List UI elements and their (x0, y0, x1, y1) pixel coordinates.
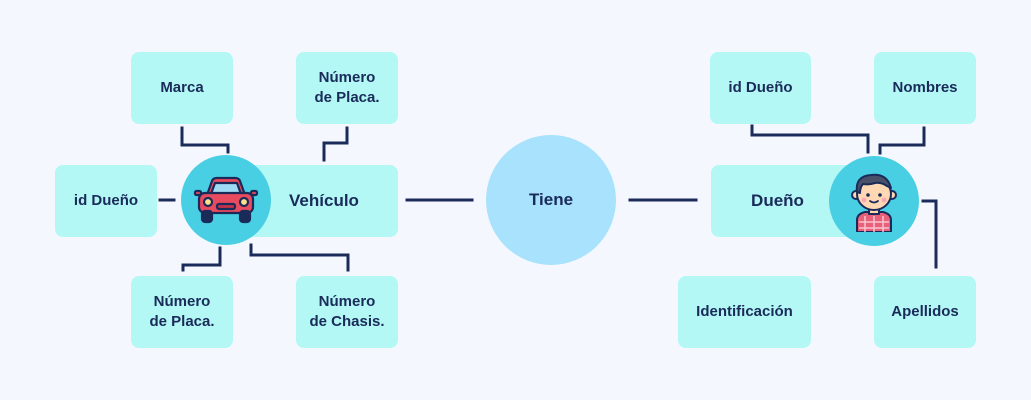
car-icon (193, 176, 259, 224)
connector-nombres (878, 126, 926, 155)
attribute-numero-chasis: Número de Chasis. (296, 276, 398, 348)
attribute-numero-placa-top: Número de Placa. (296, 52, 398, 124)
attribute-id-dueno-vehicle: id Dueño (55, 165, 157, 237)
attribute-marca: Marca (131, 52, 233, 124)
attribute-identificacion: Identificación (678, 276, 811, 348)
owner-icon-circle (829, 156, 919, 246)
connector-chasis (249, 243, 350, 272)
vehicle-icon-circle (181, 155, 271, 245)
connector-placa-bottom (181, 246, 222, 272)
connector-marca (180, 126, 230, 154)
attribute-nombres: Nombres (874, 52, 976, 124)
relation-tiene: Tiene (486, 135, 616, 265)
attribute-id-dueno-owner: id Dueño (710, 52, 811, 124)
connector-placa-top (322, 126, 349, 162)
relation-label: Tiene (528, 190, 574, 209)
attribute-numero-placa-bottom: Número de Placa. (131, 276, 233, 348)
connector-apellidos (921, 199, 938, 269)
entity-vehicle-title: Vehículo (289, 191, 359, 210)
entity-owner-title: Dueño (751, 191, 804, 210)
person-avatar-icon (851, 173, 897, 232)
attribute-apellidos: Apellidos (874, 276, 976, 348)
connector-id-dueno-right (750, 124, 870, 154)
